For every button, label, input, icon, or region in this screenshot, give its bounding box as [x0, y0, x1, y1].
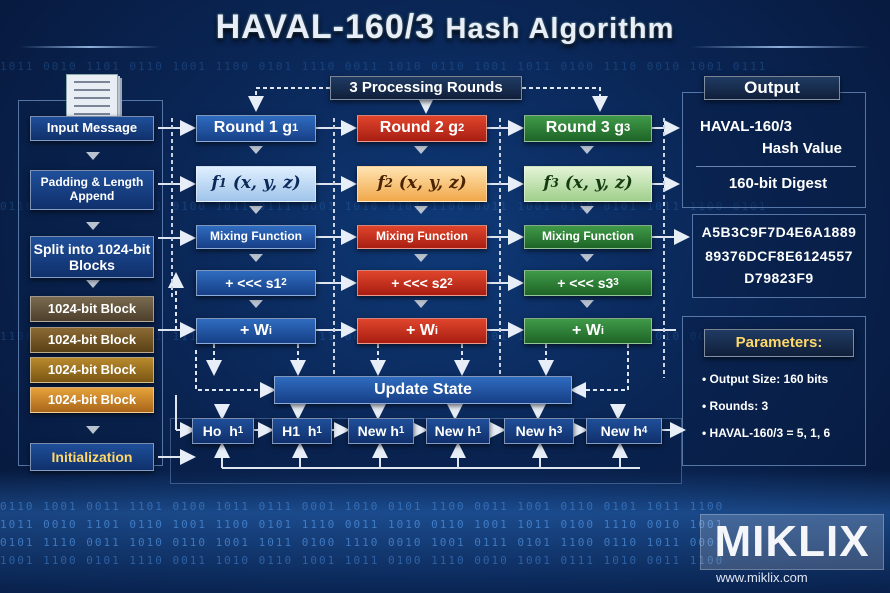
param-item-1: • Rounds: 3: [702, 399, 769, 413]
output-panel: [682, 92, 866, 208]
title-main: HAVAL-160/3: [215, 8, 436, 46]
flow-chevrons: [86, 146, 594, 434]
param-item-0: • Output Size: 160 bits: [702, 372, 829, 386]
block-4: 1024-bit Block: [30, 387, 154, 413]
output-divider: [696, 166, 856, 167]
title-divider-right: [690, 46, 870, 48]
miklix-logo: MIKLIX: [700, 514, 884, 570]
output-label-line2: Hash Value: [761, 140, 842, 157]
block-1: 1024-bit Block: [30, 296, 154, 322]
title-rest: Hash Algorithm: [445, 13, 675, 45]
output-header: Output: [704, 76, 840, 100]
document-icon: [66, 74, 118, 120]
digest-label: 160-bit Digest: [728, 175, 828, 192]
page-title: HAVAL-160/3 Hash Algorithm: [0, 8, 890, 47]
website-url: www.miklix.com: [716, 570, 808, 585]
round-3-mixing: Mixing Function: [524, 225, 652, 249]
hex-line-1: A5B3C9F7D4E6A1889: [701, 224, 857, 240]
rounds-header: 3 Processing Rounds: [330, 76, 522, 100]
input-message-box: Input Message: [30, 116, 154, 141]
block-3: 1024-bit Block: [30, 357, 154, 383]
round-2-mixing: Mixing Function: [357, 225, 487, 249]
hex-line-2: 89376DCF8E6124557: [705, 248, 853, 264]
block-2: 1024-bit Block: [30, 327, 154, 353]
round-1-mixing: Mixing Function: [196, 225, 316, 249]
padding-box: Padding & Length Append: [30, 170, 154, 210]
digest-panel: [692, 214, 866, 298]
title-divider-left: [20, 46, 160, 48]
update-state-box: Update State: [274, 376, 572, 404]
parameters-header: Parameters:: [704, 329, 854, 357]
initialization-box: Initialization: [30, 443, 154, 471]
hex-line-3: D79823F9: [744, 270, 814, 286]
param-item-2: • HAVAL-160/3 = 5, 1, 6: [702, 426, 831, 440]
output-label-line1: HAVAL-160/3: [700, 118, 792, 135]
split-box: Split into 1024-bit Blocks: [30, 236, 154, 278]
